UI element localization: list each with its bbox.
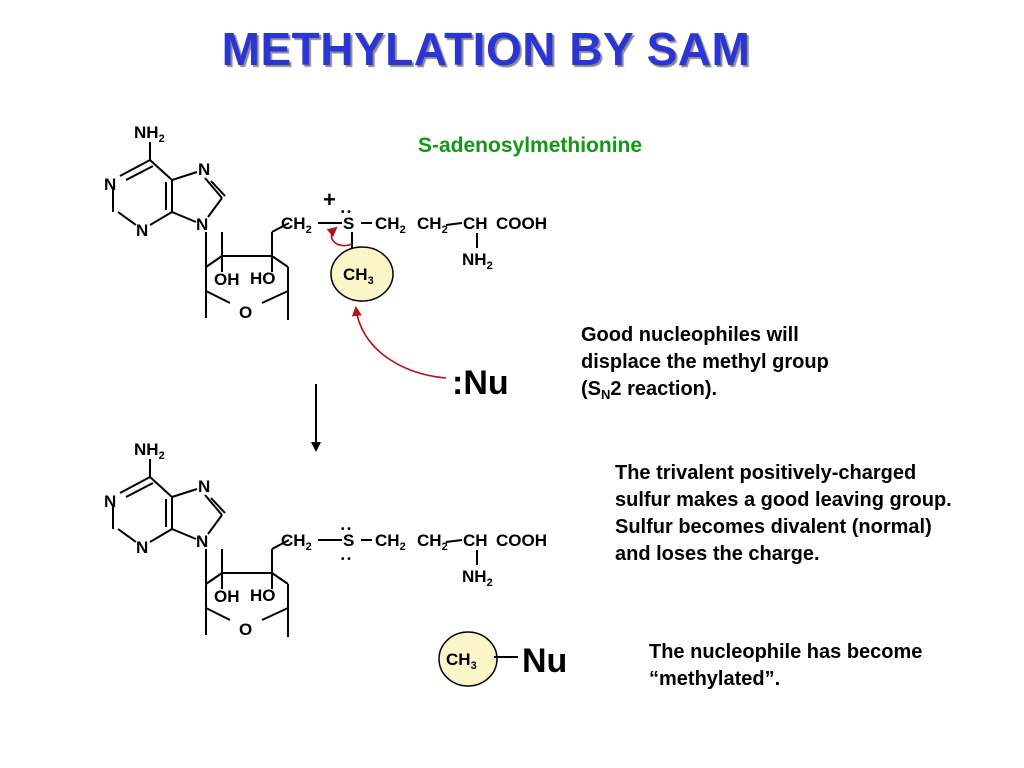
svg-text:CH2: CH2 xyxy=(375,214,406,236)
sulfur-lone-pair-bottom-lower: • • xyxy=(341,554,351,565)
methyl-highlight-top xyxy=(330,246,394,302)
curved-arrow-bond xyxy=(326,226,353,247)
svg-text:CH: CH xyxy=(463,531,488,550)
ho-group-bottom: HO xyxy=(250,586,276,605)
ho-group-top: HO xyxy=(250,269,276,288)
svg-text:N: N xyxy=(196,215,208,234)
methylated-note: The nucleophile has become “methylated”. xyxy=(649,641,923,690)
molecule-name-label: S-adenosylmethionine xyxy=(418,134,643,157)
methyl-highlight-product xyxy=(438,631,498,687)
svg-text:N: N xyxy=(136,538,148,557)
sah-molecule xyxy=(112,459,478,637)
oh-group-bottom: OH xyxy=(214,587,240,606)
svg-text:N: N xyxy=(104,492,116,511)
carboxyl-bottom: COOH xyxy=(496,531,547,550)
svg-text:O: O xyxy=(239,620,252,639)
sulfur-lone-pair-bottom-upper: • • xyxy=(341,524,351,535)
svg-text:CH2: CH2 xyxy=(417,531,448,553)
svg-text:N: N xyxy=(198,160,210,179)
nh2-amine-bottom: NH2 xyxy=(134,440,165,462)
sam-labels: NH2 N N N N OH HO O CH2 S + • • CH2 CH2 … xyxy=(104,123,547,322)
svg-text:CH: CH xyxy=(463,214,488,233)
svg-text:N: N xyxy=(198,477,210,496)
svg-text:O: O xyxy=(239,303,252,322)
nh2-alpha-bottom: NH2 xyxy=(462,567,493,589)
curved-arrow-nucleophile xyxy=(351,306,447,379)
svg-text:CH2: CH2 xyxy=(417,214,448,236)
svg-text:N: N xyxy=(104,175,116,194)
sam-molecule xyxy=(112,142,478,320)
ch2-5prime-top: CH2 xyxy=(281,214,312,236)
sah-labels: NH2 N N N N OH HO O CH2 S • • • • CH2 CH… xyxy=(104,440,547,639)
methyl-group-top: CH3 xyxy=(343,265,374,287)
product-nucleophile: Nu xyxy=(522,642,567,680)
sulfur-lone-pair-top: • • xyxy=(341,207,351,218)
nucleophile-note: Good nucleophiles will displace the meth… xyxy=(581,324,829,402)
sulfur-top: S xyxy=(343,214,354,233)
sulfur-charge: + xyxy=(323,187,336,212)
slide-title: METHYLATION BY SAM xyxy=(221,23,751,75)
sulfur-bottom: S xyxy=(343,531,354,550)
svg-text:CH2: CH2 xyxy=(375,531,406,553)
oh-group-top: OH xyxy=(214,270,240,289)
nucleophile-symbol: :Nu xyxy=(452,364,509,402)
nh2-amine-top: NH2 xyxy=(134,123,165,145)
svg-text:N: N xyxy=(136,221,148,240)
carboxyl-top: COOH xyxy=(496,214,547,233)
svg-text:N: N xyxy=(196,532,208,551)
methyl-group-product: CH3 xyxy=(446,650,477,672)
leaving-group-note: The trivalent positively-charged sulfur … xyxy=(615,462,952,565)
svg-text:CH2: CH2 xyxy=(281,531,312,553)
nh2-alpha-top: NH2 xyxy=(462,250,493,272)
